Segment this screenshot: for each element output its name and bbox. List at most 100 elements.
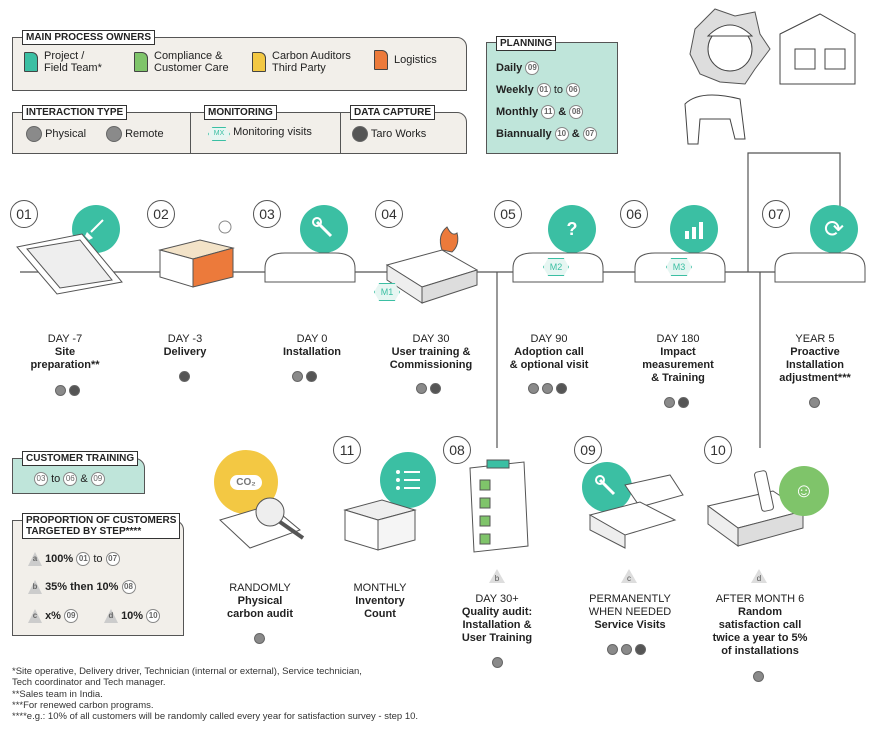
- step-02-day: DAY -3: [167, 333, 203, 345]
- step-09-dots: [607, 644, 646, 655]
- step-circle: 06: [63, 472, 78, 486]
- proportion-a-value: 100%: [45, 552, 74, 565]
- amp-label: &: [80, 472, 88, 485]
- smile-chat-icon: ☺: [779, 466, 829, 516]
- carbon-audit-day: RANDOMLY: [229, 582, 291, 594]
- checklist-icon: [380, 452, 436, 508]
- step-07-dots: [809, 397, 820, 408]
- step-circle: 07: [582, 127, 597, 141]
- owner-compliance: Compliance & Customer Care: [134, 50, 229, 74]
- step-01-day: DAY -7: [47, 333, 83, 345]
- step-10-dots: [753, 671, 764, 682]
- step-10-number: 10: [704, 436, 732, 464]
- footnotes: *Site operative, Delivery driver, Techni…: [12, 666, 418, 722]
- taro-chart-icon: [179, 371, 190, 382]
- location-pin-icon: [492, 657, 503, 668]
- step-01-dots: [55, 385, 80, 396]
- step-circle: 07: [105, 552, 120, 566]
- step-08-dots: [492, 657, 503, 668]
- logistics-doc-icon: [374, 50, 388, 70]
- training-title: CUSTOMER TRAINING: [22, 451, 139, 466]
- taro-chart-icon: [556, 383, 567, 394]
- proportion-title: PROPORTION OF CUSTOMERS TARGETED BY STEP…: [22, 513, 181, 539]
- footnote: ****e.g.: 10% of all customers will be r…: [12, 711, 419, 723]
- step-08-number: 08: [443, 436, 471, 464]
- wrench-icon: [300, 205, 348, 253]
- step-03-title: Installation: [282, 346, 342, 358]
- step-05-dots: [528, 383, 567, 394]
- location-pin-icon: [292, 371, 303, 382]
- step-circle: 10: [146, 609, 161, 623]
- proportion-row-c: c x% 09: [28, 609, 79, 623]
- thumbs-up-icon: ?: [548, 205, 596, 253]
- training-steps: 03 to 06 & 09: [34, 472, 105, 486]
- tag-b-icon: b: [28, 580, 42, 594]
- step-02-title: Delivery: [163, 346, 207, 358]
- divider: [340, 113, 341, 153]
- monitoring-legend: MX Monitoring visits: [208, 126, 312, 141]
- amp-label: &: [558, 105, 567, 118]
- step-circle: 06: [566, 83, 581, 97]
- step-06-monitoring-badge: M3: [666, 258, 692, 276]
- step-05-day: DAY 90: [530, 333, 568, 345]
- step-circle: 01: [536, 83, 551, 97]
- step-circle: 11: [541, 105, 556, 119]
- stove-illustration: [588, 474, 684, 549]
- digester-illustration: [774, 252, 866, 283]
- monitoring-title: MONITORING: [204, 105, 277, 120]
- phone-illustration: [706, 470, 805, 547]
- planning-title: PLANNING: [496, 36, 557, 51]
- step-03-number: 03: [253, 200, 281, 228]
- phone-icon: [621, 644, 632, 655]
- carbon-audit-dots: [254, 633, 265, 644]
- footnote: *Site operative, Delivery driver, Techni…: [12, 666, 362, 677]
- to-label: to: [553, 83, 564, 96]
- step-04-title: User training & Commissioning: [389, 346, 473, 371]
- step-04-dots: [416, 383, 441, 394]
- owners-title: MAIN PROCESS OWNERS: [22, 30, 156, 45]
- owner-logistics-label: Logistics: [394, 54, 437, 66]
- divider: [190, 113, 191, 153]
- taro-chart-icon: [678, 397, 689, 408]
- step-09-title: Service Visits: [594, 619, 666, 631]
- carbon-audit-title: Physical carbon audit: [226, 595, 293, 620]
- step-08-title: Quality audit: Installation & User Train…: [461, 606, 533, 644]
- step-09-day: PERMANENTLY WHEN NEEDED: [588, 593, 672, 618]
- location-pin-icon: [55, 385, 66, 396]
- remote-legend: Remote: [106, 126, 164, 142]
- step-06-title: Impact measurement & Training: [642, 346, 714, 384]
- stove-illustration: [385, 226, 479, 304]
- step-05-monitoring-badge: M2: [543, 258, 569, 276]
- refresh-icon: ⟳: [810, 205, 858, 253]
- step-04-day: DAY 30: [412, 333, 450, 345]
- footnote: **Sales team in India.: [12, 688, 103, 700]
- weekly-label: Weekly: [496, 83, 534, 96]
- step-circle: 09: [525, 61, 540, 75]
- step-03-day: DAY 0: [296, 333, 328, 345]
- planning-monthly: Monthly 11 & 08: [496, 105, 584, 119]
- step-02-dots: [179, 371, 190, 382]
- location-pin-icon: [416, 383, 427, 394]
- location-pin-icon: [26, 126, 42, 142]
- taro-chart-icon: [306, 371, 317, 382]
- location-pin-icon: [528, 383, 539, 394]
- clipboard-illustration: [469, 459, 529, 553]
- step-04-monitoring-badge: M1: [374, 283, 400, 301]
- co2-label: CO₂: [230, 474, 262, 490]
- step-circle: 08: [569, 105, 584, 119]
- footnote: ***For renewed carbon programs.: [12, 699, 154, 711]
- taro-chart-icon: [635, 644, 646, 655]
- proportion-d-value: 10%: [121, 609, 144, 622]
- box-illustration: [343, 499, 417, 551]
- tag-d-icon: d: [104, 609, 118, 623]
- monitoring-label: Monitoring visits: [233, 126, 312, 138]
- taro-chart-icon: [352, 126, 368, 142]
- location-pin-icon: [607, 644, 618, 655]
- step-02-number: 02: [147, 200, 175, 228]
